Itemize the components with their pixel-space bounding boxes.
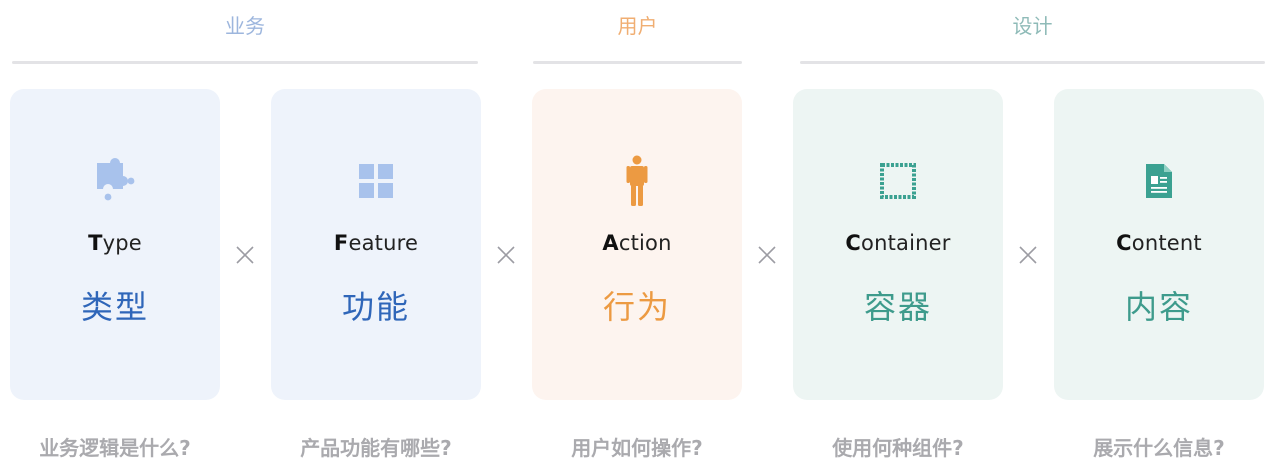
card-title-en: Feature	[333, 231, 419, 255]
group-title-business: 业务	[225, 14, 265, 38]
document-icon	[1135, 157, 1183, 205]
group-line-user	[533, 61, 742, 64]
card-title-en: Container	[845, 231, 951, 255]
frame-icon	[874, 157, 922, 205]
multiply-icon	[230, 240, 260, 270]
card-container: Container 容器	[793, 89, 1003, 400]
card-title-zh: 类型	[80, 288, 149, 326]
card-title-zh: 容器	[863, 288, 932, 326]
card-feature: Feature 功能	[271, 89, 481, 400]
group-line-business	[12, 61, 478, 64]
grid-icon	[352, 157, 400, 205]
card-title-en: Content	[1116, 231, 1202, 255]
card-title-zh: 功能	[341, 288, 410, 326]
question-container: 使用何种组件?	[832, 436, 964, 460]
puzzle-icon	[91, 157, 139, 205]
multiply-icon	[491, 240, 521, 270]
question-type: 业务逻辑是什么?	[39, 436, 191, 460]
card-title-zh: 内容	[1124, 288, 1193, 326]
group-line-design	[800, 61, 1265, 64]
person-icon	[613, 155, 661, 206]
group-title-user: 用户	[617, 14, 658, 38]
multiply-icon	[1013, 240, 1043, 270]
card-type: Type 类型	[10, 89, 220, 400]
card-content: Content 内容	[1054, 89, 1264, 400]
question-content: 展示什么信息?	[1093, 436, 1225, 460]
card-title-en: Type	[88, 231, 142, 255]
multiply-icon	[752, 240, 782, 270]
card-title-zh: 行为	[602, 288, 671, 326]
card-title-en: Action	[602, 231, 672, 255]
card-action: Action 行为	[532, 89, 742, 400]
group-title-design: 设计	[1012, 14, 1053, 38]
question-action: 用户如何操作?	[571, 436, 703, 460]
question-feature: 产品功能有哪些?	[300, 436, 452, 460]
